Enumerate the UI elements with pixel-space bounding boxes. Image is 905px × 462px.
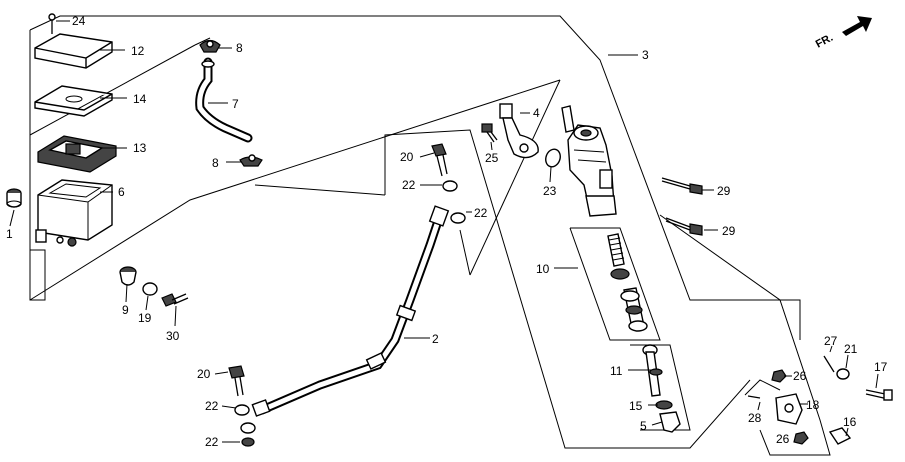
callout-15: 15 [629, 399, 643, 413]
callout-3: 3 [642, 48, 649, 62]
rubber-9 [119, 266, 137, 286]
master-cylinder-3 [561, 105, 617, 217]
callout-10: 10 [536, 262, 550, 276]
callout-7: 7 [232, 97, 239, 111]
o-ring-23 [545, 148, 561, 168]
callout-16: 16 [843, 415, 857, 429]
front-direction-arrow: FR. [814, 16, 872, 51]
callout-26-upper: 26 [793, 369, 807, 383]
callout-8-top: 8 [236, 41, 243, 55]
leader-lines [9, 20, 879, 443]
washer-21 [836, 368, 850, 380]
callout-22-upper-a: 22 [402, 178, 416, 192]
washer-22-lower-c [241, 437, 255, 447]
diaphragm-plate-14 [34, 85, 113, 117]
callout-20-lower: 20 [197, 367, 211, 381]
washer-22-lower-a [234, 404, 250, 416]
callout-labels: 24 12 14 13 6 1 8 7 8 4 25 23 3 29 29 10… [6, 14, 888, 449]
bleeder-25 [481, 123, 498, 143]
hose-joint-4 [499, 103, 539, 159]
callout-18: 18 [806, 398, 820, 412]
callout-25: 25 [485, 151, 499, 165]
spring-set-10 [607, 233, 648, 332]
collar-19 [142, 282, 158, 296]
callout-9: 9 [122, 303, 129, 317]
brake-hose-2 [251, 205, 450, 417]
bolt-29-lower [665, 217, 703, 236]
rod-joint-18 [775, 393, 803, 425]
screw-24 [48, 13, 56, 34]
washer-22-lower-b [240, 422, 256, 434]
hose-clip-8-bottom [239, 154, 263, 167]
diaphragm-13 [37, 135, 117, 173]
callout-22-upper-b: 22 [474, 206, 488, 220]
callout-6: 6 [118, 185, 125, 199]
nut-26-lower [793, 431, 809, 445]
callout-12: 12 [131, 44, 145, 58]
callout-14: 14 [133, 92, 147, 106]
callout-2: 2 [432, 332, 439, 346]
washer-22-upper-a [442, 180, 458, 192]
callout-8-bottom: 8 [212, 156, 219, 170]
callout-22-lower-b: 22 [205, 435, 219, 449]
circlip-15 [655, 400, 673, 410]
banjo-bolt-20-upper [431, 143, 448, 177]
cap-16 [828, 427, 852, 445]
callout-26-lower: 26 [776, 432, 790, 446]
callout-28: 28 [748, 411, 762, 425]
callout-24: 24 [72, 14, 86, 28]
joint-pin-17 [865, 389, 893, 401]
fr-label: FR. [814, 32, 835, 51]
callout-19: 19 [138, 311, 152, 325]
nut-26-upper [771, 369, 787, 383]
callout-29-upper: 29 [717, 184, 731, 198]
reservoir-cap-12 [34, 33, 113, 69]
reservoir-body-6 [35, 179, 113, 247]
callout-13: 13 [133, 141, 147, 155]
grommet-1 [6, 188, 22, 208]
washer-22-upper-b [450, 212, 466, 224]
cotter-pin-27 [823, 355, 835, 373]
callout-11: 11 [610, 364, 623, 378]
callout-23: 23 [543, 184, 557, 198]
bolt-30 [161, 293, 189, 307]
reservoir-hose-7 [195, 57, 253, 143]
callout-21: 21 [844, 342, 858, 356]
push-rod-11 [642, 344, 663, 397]
callout-1: 1 [6, 227, 13, 241]
callout-29-lower: 29 [722, 224, 736, 238]
arrow-icon [842, 16, 872, 36]
bolt-29-upper [661, 177, 703, 195]
boot-5 [659, 411, 681, 433]
callout-27: 27 [824, 334, 838, 348]
callout-20-upper: 20 [400, 150, 414, 164]
callout-22-lower-a: 22 [205, 399, 219, 413]
hose-clip-8-top [199, 39, 221, 53]
callout-4: 4 [533, 106, 540, 120]
pin-28 [747, 395, 761, 399]
banjo-bolt-20-lower [228, 365, 245, 397]
callout-17: 17 [874, 360, 888, 374]
callout-30: 30 [166, 329, 180, 343]
callout-5: 5 [640, 419, 647, 433]
